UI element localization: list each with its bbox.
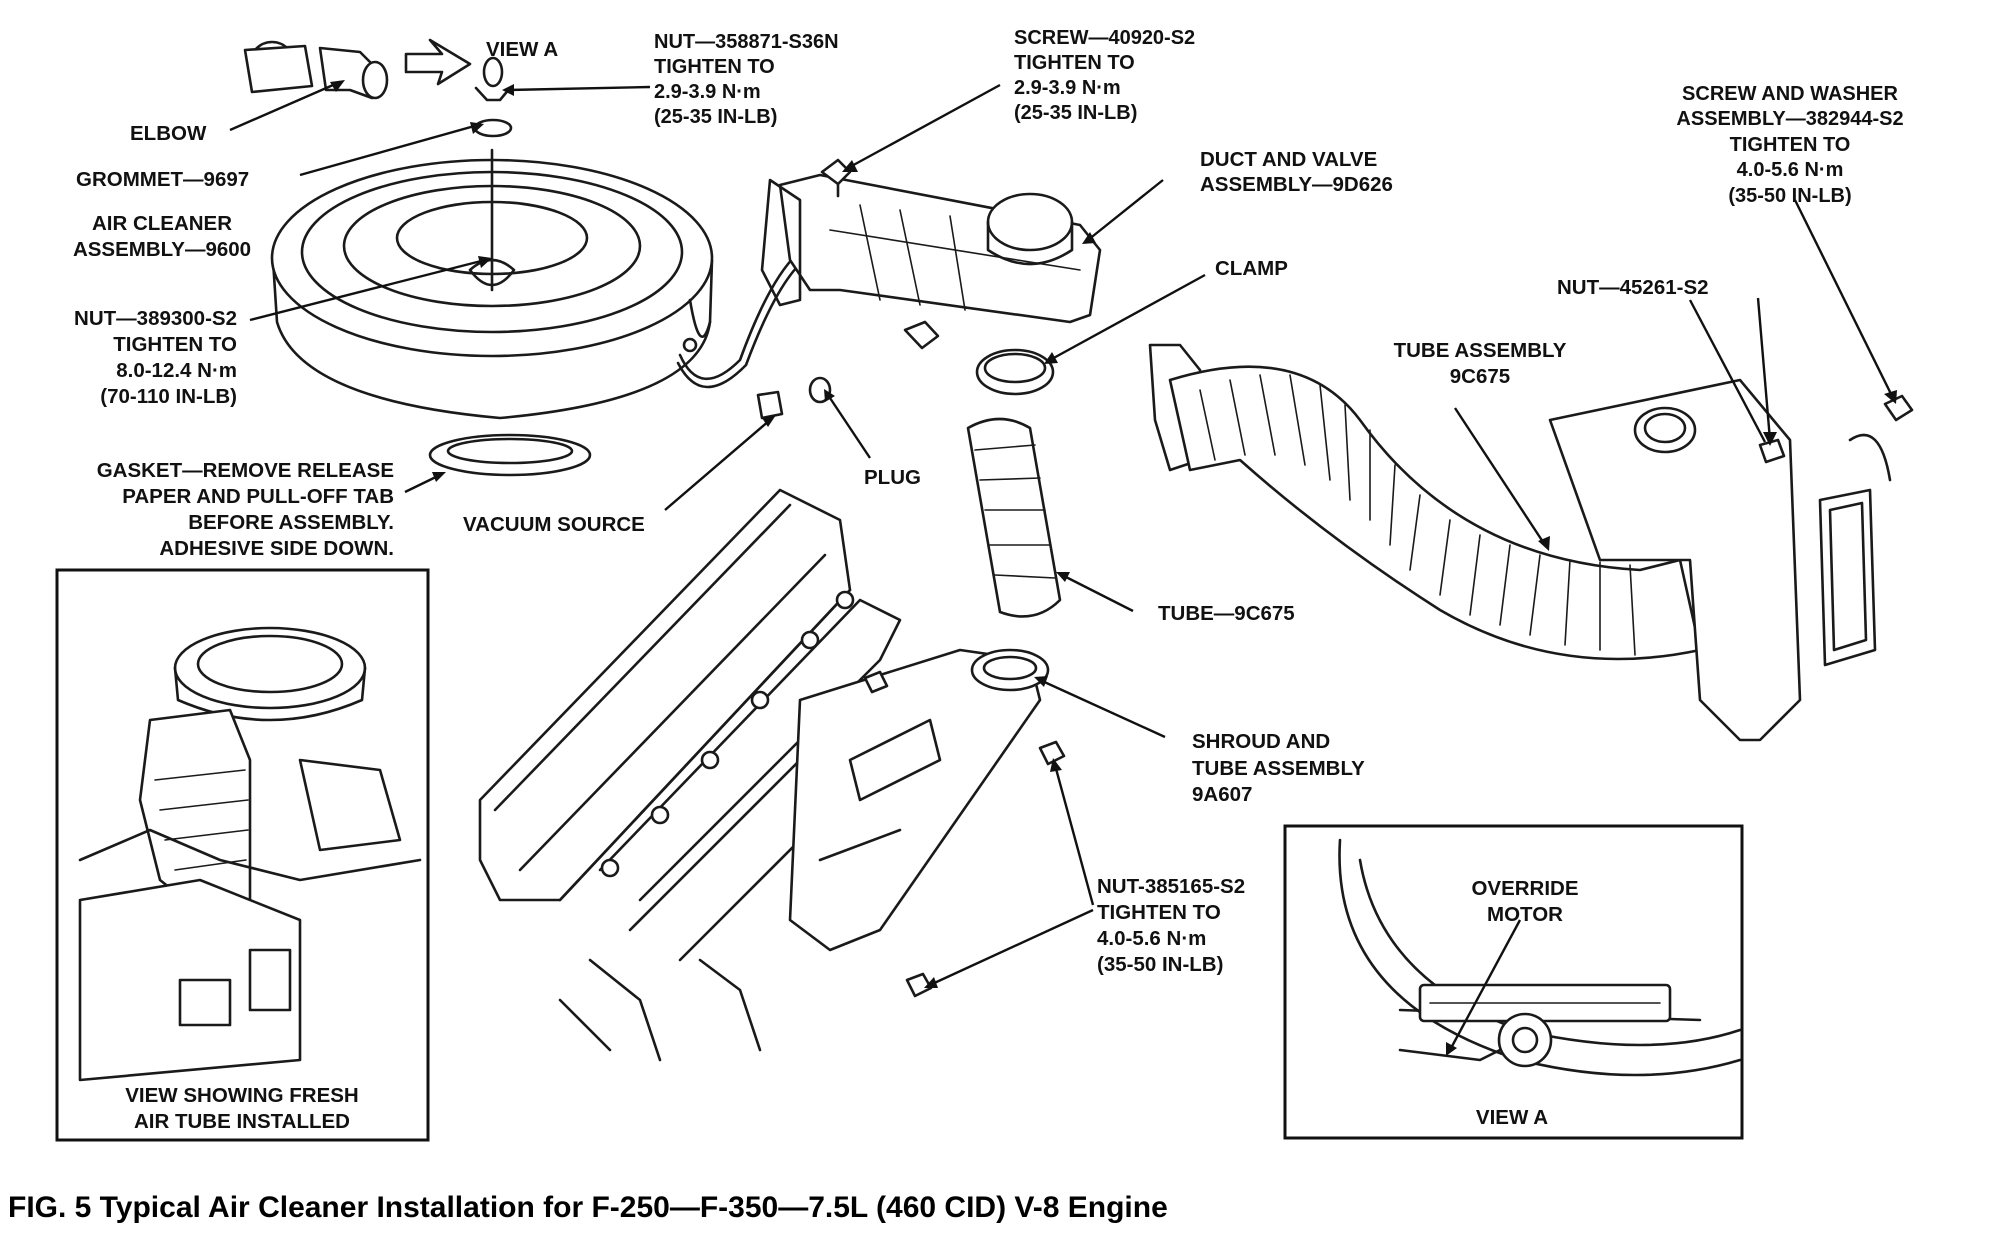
- label-screw-washer-line1: SCREW AND WASHER: [1682, 83, 1898, 105]
- label-gasket-line1: GASKET—REMOVE RELEASE: [97, 459, 394, 482]
- label-vacuum-source: VACUUM SOURCE: [463, 513, 645, 536]
- label-duct-valve-line1: DUCT AND VALVE: [1200, 148, 1377, 171]
- label-shroud-line3: 9A607: [1192, 783, 1252, 806]
- label-screw-40920-line2: TIGHTEN TO: [1014, 52, 1135, 74]
- label-inset-view-a: VIEW A: [1476, 1106, 1548, 1129]
- label-plug: PLUG: [864, 466, 921, 489]
- leader-lines: [229, 80, 1897, 1056]
- label-nut-389300-line4: (70-110 IN-LB): [100, 385, 237, 408]
- labels: VIEW A NUT—358871-S36N TIGHTEN TO 2.9-3.…: [73, 27, 1904, 1133]
- label-nut-389300-line1: NUT—389300-S2: [74, 307, 237, 330]
- label-shroud-line1: SHROUD AND: [1192, 730, 1330, 753]
- fresh-air-tube-drawing: [1148, 343, 1914, 742]
- label-tube-assembly-line2: 9C675: [1450, 365, 1510, 388]
- label-screw-washer-line4: 4.0-5.6 N·m: [1737, 159, 1844, 181]
- label-nut-358871-line4: (25-35 IN-LB): [654, 106, 777, 128]
- label-air-cleaner-line1: AIR CLEANER: [92, 212, 232, 235]
- label-tube-9c675: TUBE—9C675: [1158, 602, 1295, 625]
- label-nut-358871-line1: NUT—358871-S36N: [654, 31, 839, 53]
- label-screw-40920-line1: SCREW—40920-S2: [1014, 27, 1195, 49]
- label-override-motor-line2: MOTOR: [1487, 903, 1563, 926]
- label-screw-40920-line3: 2.9-3.9 N·m: [1014, 77, 1121, 99]
- label-screw-washer-line5: (35-50 IN-LB): [1728, 185, 1851, 207]
- inset-fresh-air-tube: [55, 568, 430, 1142]
- label-inset-left-line1: VIEW SHOWING FRESH: [125, 1084, 358, 1107]
- engine-drawing: [478, 488, 1066, 1062]
- label-nut-45261: NUT—45261-S2: [1557, 276, 1709, 299]
- air-cleaner-drawing: [243, 38, 992, 477]
- label-nut-385165-line3: 4.0-5.6 N·m: [1097, 927, 1206, 950]
- label-gasket-line3: BEFORE ASSEMBLY.: [188, 511, 394, 534]
- label-elbow: ELBOW: [130, 122, 207, 145]
- label-screw-washer-line2: ASSEMBLY—382944-S2: [1676, 108, 1903, 130]
- label-clamp: CLAMP: [1215, 257, 1288, 280]
- label-view-a-top: VIEW A: [486, 38, 558, 61]
- label-gasket-line4: ADHESIVE SIDE DOWN.: [159, 537, 394, 560]
- label-nut-358871-line3: 2.9-3.9 N·m: [654, 81, 761, 103]
- inset-view-a: [1283, 824, 1744, 1140]
- label-nut-358871-line2: TIGHTEN TO: [654, 56, 775, 78]
- label-override-motor-line1: OVERRIDE: [1471, 877, 1578, 900]
- label-shroud-line2: TUBE ASSEMBLY: [1192, 757, 1365, 780]
- label-duct-valve-line2: ASSEMBLY—9D626: [1200, 173, 1393, 196]
- label-screw-washer-line3: TIGHTEN TO: [1730, 134, 1851, 156]
- label-nut-385165-line1: NUT-385165-S2: [1097, 875, 1245, 898]
- label-grommet: GROMMET—9697: [76, 168, 249, 191]
- label-inset-left-line2: AIR TUBE INSTALLED: [134, 1110, 350, 1133]
- label-gasket-line2: PAPER AND PULL-OFF TAB: [122, 485, 394, 508]
- label-air-cleaner-line2: ASSEMBLY—9600: [73, 238, 251, 261]
- label-nut-385165-line4: (35-50 IN-LB): [1097, 953, 1223, 976]
- label-nut-389300-line3: 8.0-12.4 N·m: [116, 359, 237, 382]
- label-nut-389300-line2: TIGHTEN TO: [113, 333, 237, 356]
- label-screw-40920-line4: (25-35 IN-LB): [1014, 102, 1137, 124]
- figure-caption: FIG. 5 Typical Air Cleaner Installation …: [8, 1191, 1168, 1224]
- label-nut-385165-line2: TIGHTEN TO: [1097, 901, 1221, 924]
- label-tube-assembly-line1: TUBE ASSEMBLY: [1394, 339, 1567, 362]
